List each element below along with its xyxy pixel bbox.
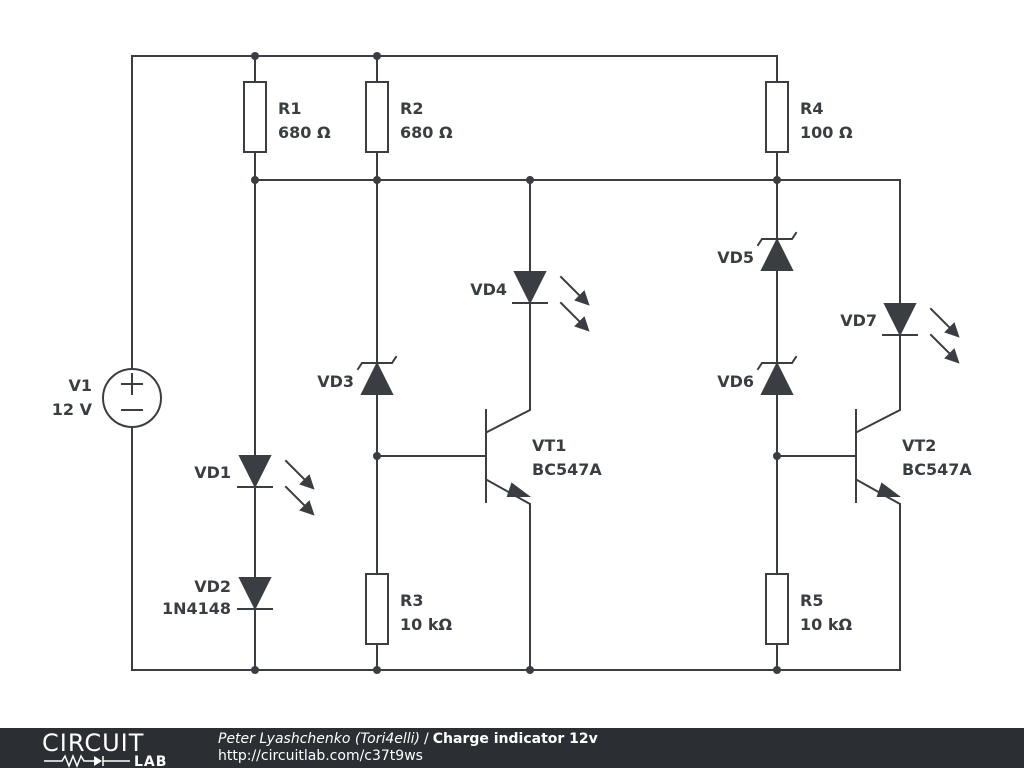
label-r2-ref: R2 (400, 99, 423, 118)
zener-vd6[interactable] (756, 355, 798, 395)
label-vt1-ref: VT1 (532, 436, 566, 455)
junction-dot (251, 176, 259, 184)
wire-ground-rail (131, 423, 901, 671)
label-r5-value: 10 kΩ (800, 615, 852, 634)
resistor-r1[interactable] (243, 81, 267, 153)
label-r3-value: 10 kΩ (400, 615, 452, 634)
junction-dot (373, 452, 381, 460)
light-arrows-icon (284, 459, 315, 516)
circuit-title: Charge indicator 12v (432, 731, 598, 747)
junction-dot (373, 176, 381, 184)
junction-dot (773, 666, 781, 674)
resistor-r5[interactable] (765, 573, 789, 645)
label-r1-value: 680 Ω (278, 123, 331, 142)
junctions (251, 52, 781, 674)
wire-vd7-collector (855, 333, 901, 434)
logo-sub: LAB (134, 754, 167, 768)
junction-dot (773, 176, 781, 184)
credit-line: Peter Lyashchenko (Tori4elli)/Charge ind… (218, 731, 598, 748)
label-vd2-ref: VD2 (194, 577, 231, 596)
label-r5-ref: R5 (800, 591, 823, 610)
label-vd4-ref: VD4 (470, 280, 507, 299)
transistor-vt1[interactable] (485, 409, 531, 503)
wire-vd4-collector (485, 301, 531, 434)
circuitlab-logo[interactable]: CIRCUIT LAB (42, 730, 182, 768)
label-vd7-ref: VD7 (840, 311, 877, 330)
schematic-canvas: R1 680 Ω R2 680 Ω R4 100 Ω R3 10 kΩ R5 1… (52, 52, 973, 674)
resistor-r4[interactable] (765, 81, 789, 153)
circuit-url[interactable]: http://circuitlab.com/c37t9ws (218, 748, 423, 764)
junction-dot (251, 666, 259, 674)
label-r4-ref: R4 (800, 99, 823, 118)
led-vd1[interactable] (237, 455, 315, 516)
zener-vd5[interactable] (756, 231, 798, 271)
label-r2-value: 680 Ω (400, 123, 453, 142)
junction-dot (373, 666, 381, 674)
label-v1-value: 12 V (52, 400, 93, 419)
label-vd5-ref: VD5 (717, 248, 754, 267)
transistor-vt2[interactable] (855, 409, 901, 503)
voltage-source-v1[interactable] (102, 368, 162, 428)
credit-block: Peter Lyashchenko (Tori4elli)/Charge ind… (218, 731, 598, 765)
junction-dot (251, 52, 259, 60)
wire-vt2-emitter (855, 478, 901, 671)
led-vd7[interactable] (882, 303, 960, 364)
junction-dot (373, 52, 381, 60)
junction-dot (526, 666, 534, 674)
wire-top-rail (131, 55, 778, 373)
label-r3-ref: R3 (400, 591, 423, 610)
zener-vd3[interactable] (356, 355, 398, 395)
footer-bar: CIRCUIT LAB Peter Lyashchenko (Tori4elli… (0, 728, 1024, 768)
resistor-r2[interactable] (365, 81, 389, 153)
junction-dot (773, 452, 781, 460)
light-arrows-icon (559, 275, 590, 332)
separator: / (424, 731, 429, 747)
label-vt2-value: BC547A (902, 460, 972, 479)
label-vd6-ref: VD6 (717, 372, 754, 391)
label-vt2-ref: VT2 (902, 436, 936, 455)
diode-vd2[interactable] (237, 577, 273, 611)
labels: R1 680 Ω R2 680 Ω R4 100 Ω R3 10 kΩ R5 1… (52, 99, 973, 634)
label-vt1-value: BC547A (532, 460, 602, 479)
label-v1-ref: V1 (68, 376, 92, 395)
label-vd3-ref: VD3 (317, 372, 354, 391)
wire-vt1-emitter (485, 478, 531, 671)
label-vd2-value: 1N4148 (162, 599, 231, 618)
resistor-r3[interactable] (365, 573, 389, 645)
wires (131, 55, 901, 671)
logo-word: CIRCUIT (42, 730, 144, 757)
author-name: Peter Lyashchenko (Tori4elli) (218, 731, 421, 747)
led-vd4[interactable] (512, 271, 590, 332)
label-vd1-ref: VD1 (194, 463, 231, 482)
label-r1-ref: R1 (278, 99, 301, 118)
light-arrows-icon (929, 307, 960, 364)
wire-mid-rail (254, 179, 901, 305)
junction-dot (526, 176, 534, 184)
resistor-diode-icon (44, 753, 130, 768)
label-r4-value: 100 Ω (800, 123, 853, 142)
